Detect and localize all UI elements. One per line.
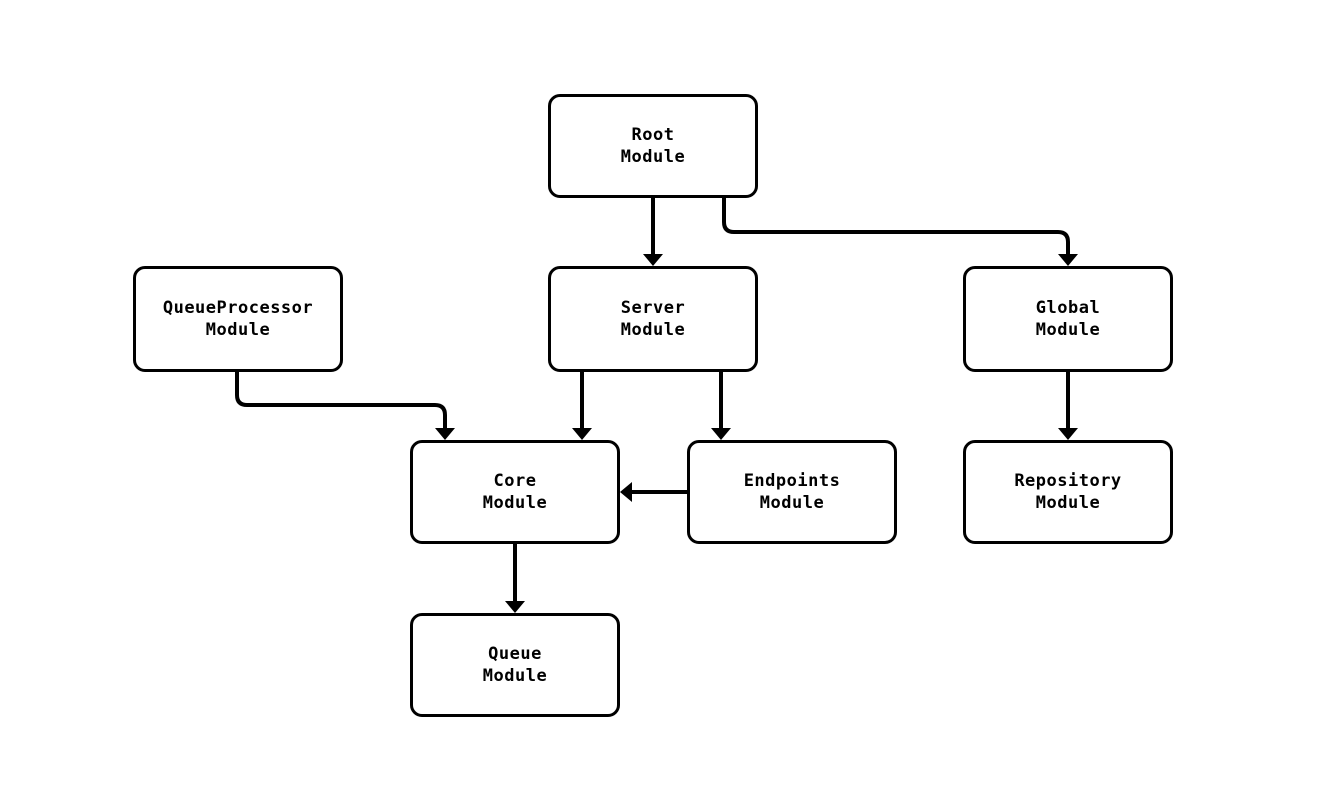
edge-root-to-global (722, 198, 1078, 266)
global-module-label-line2: Module (1035, 320, 1101, 340)
server-module-label-line1: Server (620, 298, 686, 318)
root-module-label-line1: Root (631, 125, 675, 145)
root-module-label-line2: Module (620, 147, 686, 167)
queue-module-label-line1: Queue (488, 644, 542, 664)
global-module-label-line1: Global (1035, 298, 1101, 318)
queue-module-label-line2: Module (482, 666, 548, 686)
edge-endpoints-to-core (620, 482, 687, 502)
queueprocessor-module-label-line2: Module (205, 320, 271, 340)
edge-server-to-endpoints (711, 372, 731, 440)
endpoints-module-label-line2: Module (759, 493, 825, 513)
repository-module-label-line1: Repository (1014, 471, 1122, 491)
arrowhead-icon (572, 428, 592, 440)
queueprocessor-module-label-line1: QueueProcessor (162, 298, 314, 318)
arrowhead-icon (505, 601, 525, 613)
core-module-label-line1: Core (493, 471, 537, 491)
edge-queueprocessor-to-core (235, 372, 455, 440)
edge-global-to-repository (1058, 372, 1078, 440)
endpoints-module-label-line1: Endpoints (743, 471, 841, 491)
server-module-label-line2: Module (620, 320, 686, 340)
core-module-label-line2: Module (482, 493, 548, 513)
repository-module-label-line2: Module (1035, 493, 1101, 513)
arrowhead-icon (1058, 254, 1078, 266)
arrowhead-icon (711, 428, 731, 440)
edge-server-to-core (572, 372, 592, 440)
arrowhead-icon (1058, 428, 1078, 440)
arrowhead-icon (620, 482, 632, 502)
edge-core-to-queue (505, 544, 525, 613)
arrowhead-icon (643, 254, 663, 266)
edge-root-to-server (643, 198, 663, 266)
arrowhead-icon (435, 428, 455, 440)
